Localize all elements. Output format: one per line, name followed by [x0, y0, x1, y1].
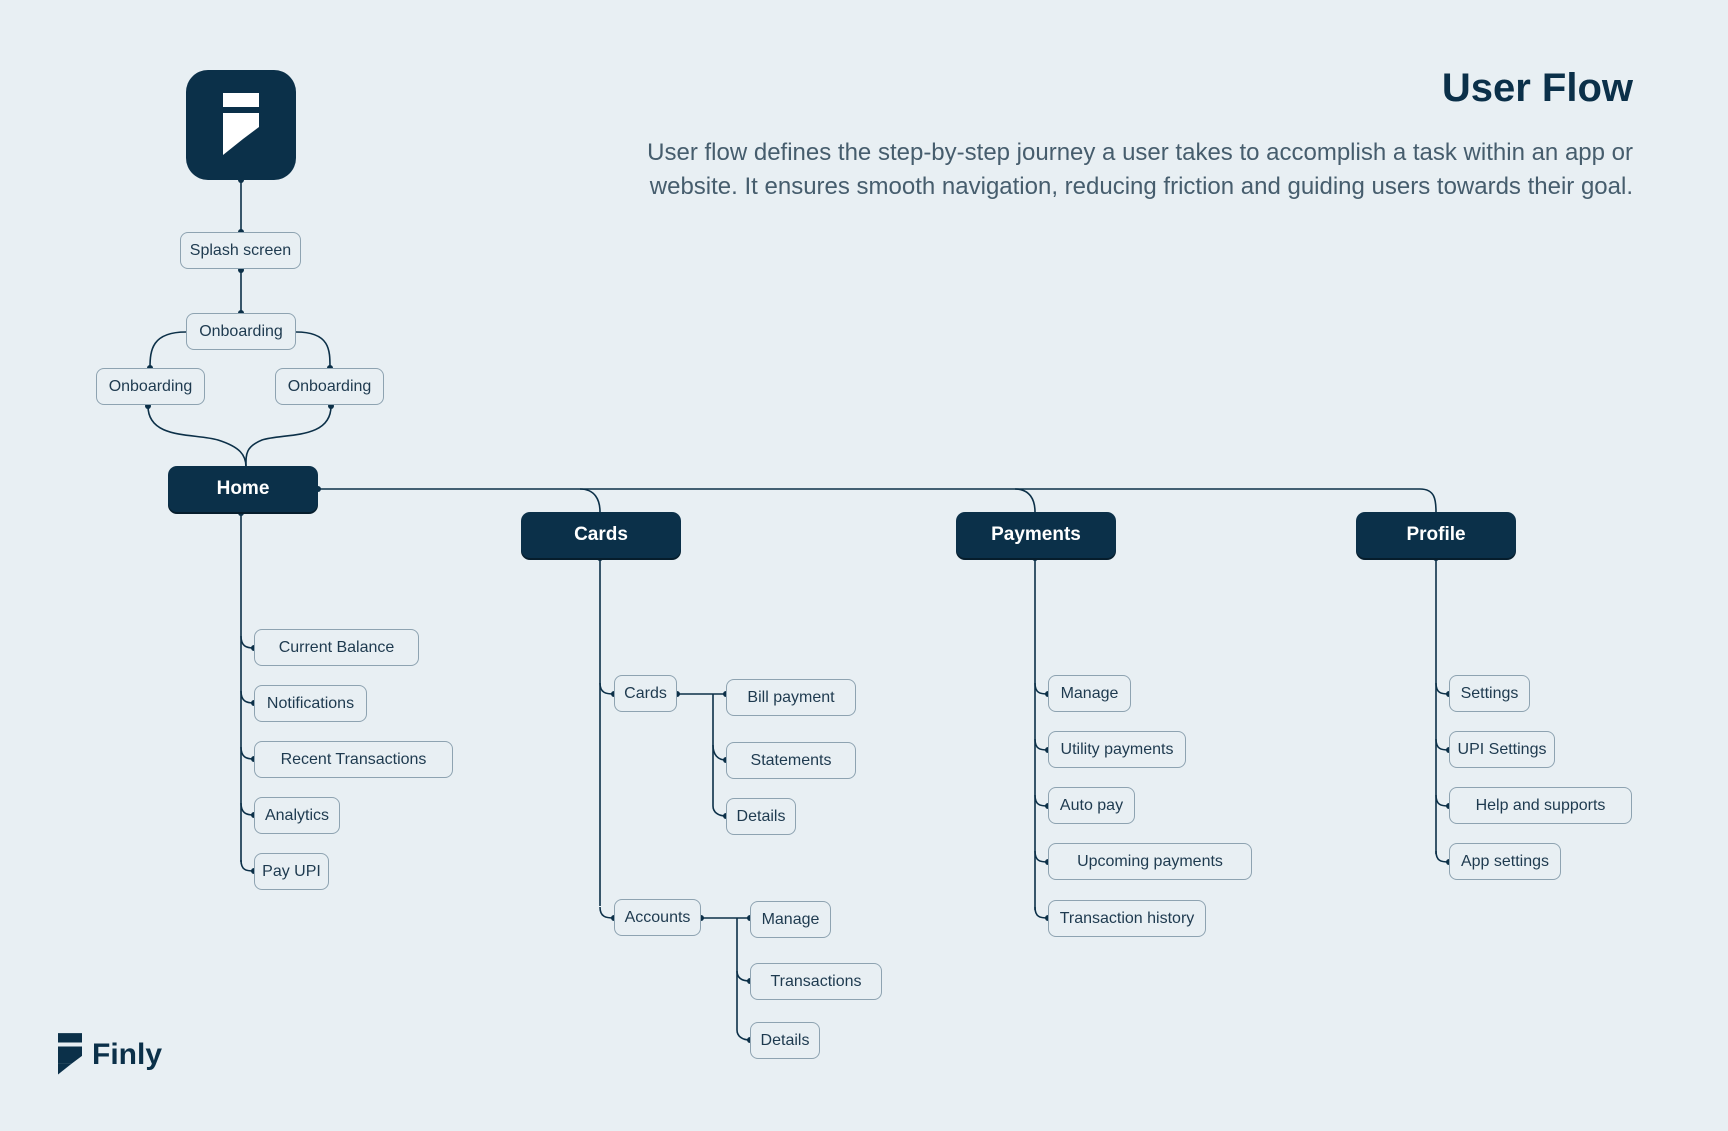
accounts-item-manage[interactable]: Manage — [750, 901, 831, 938]
payments-item-manage[interactable]: Manage — [1048, 675, 1131, 712]
accounts-item-details[interactable]: Details — [750, 1022, 820, 1059]
finly-logo-icon — [58, 1033, 82, 1075]
payments-item-transaction-history[interactable]: Transaction history — [1048, 900, 1206, 937]
brand-name: Finly — [92, 1037, 163, 1071]
home-item-analytics[interactable]: Analytics — [254, 797, 340, 834]
profile-item-help-and-supports[interactable]: Help and supports — [1449, 787, 1632, 824]
accounts-item-transactions[interactable]: Transactions — [750, 963, 882, 1000]
profile-node[interactable]: Profile — [1356, 512, 1516, 558]
home-item-current-balance[interactable]: Current Balance — [254, 629, 419, 666]
payments-item-auto-pay[interactable]: Auto pay — [1048, 787, 1135, 824]
cards-item-details[interactable]: Details — [726, 798, 796, 835]
app-logo — [186, 70, 296, 180]
page-title: User Flow — [1441, 66, 1633, 110]
cards-group-node[interactable]: Cards — [614, 675, 677, 712]
splash-screen-node[interactable]: Splash screen — [180, 232, 301, 269]
cards-item-bill-payment[interactable]: Bill payment — [726, 679, 856, 716]
cards-item-statements[interactable]: Statements — [726, 742, 856, 779]
finly-logo-icon — [223, 93, 259, 155]
payments-item-utility-payments[interactable]: Utility payments — [1048, 731, 1186, 768]
profile-item-settings[interactable]: Settings — [1449, 675, 1530, 712]
onboarding-node-right[interactable]: Onboarding — [275, 368, 384, 405]
home-item-recent-transactions[interactable]: Recent Transactions — [254, 741, 453, 778]
home-node[interactable]: Home — [168, 466, 318, 512]
brand-logo: Finly — [54, 1032, 162, 1077]
profile-item-upi-settings[interactable]: UPI Settings — [1449, 731, 1555, 768]
payments-item-upcoming-payments[interactable]: Upcoming payments — [1048, 843, 1252, 880]
cards-node[interactable]: Cards — [521, 512, 681, 558]
home-item-pay-upi[interactable]: Pay UPI — [254, 853, 329, 890]
home-item-notifications[interactable]: Notifications — [254, 685, 367, 722]
accounts-group-node[interactable]: Accounts — [614, 899, 701, 936]
onboarding-node-main[interactable]: Onboarding — [186, 313, 296, 350]
page-description: User flow defines the step-by-step journ… — [647, 139, 1633, 200]
profile-item-app-settings[interactable]: App settings — [1449, 843, 1561, 880]
payments-node[interactable]: Payments — [956, 512, 1116, 558]
onboarding-node-left[interactable]: Onboarding — [96, 368, 205, 405]
